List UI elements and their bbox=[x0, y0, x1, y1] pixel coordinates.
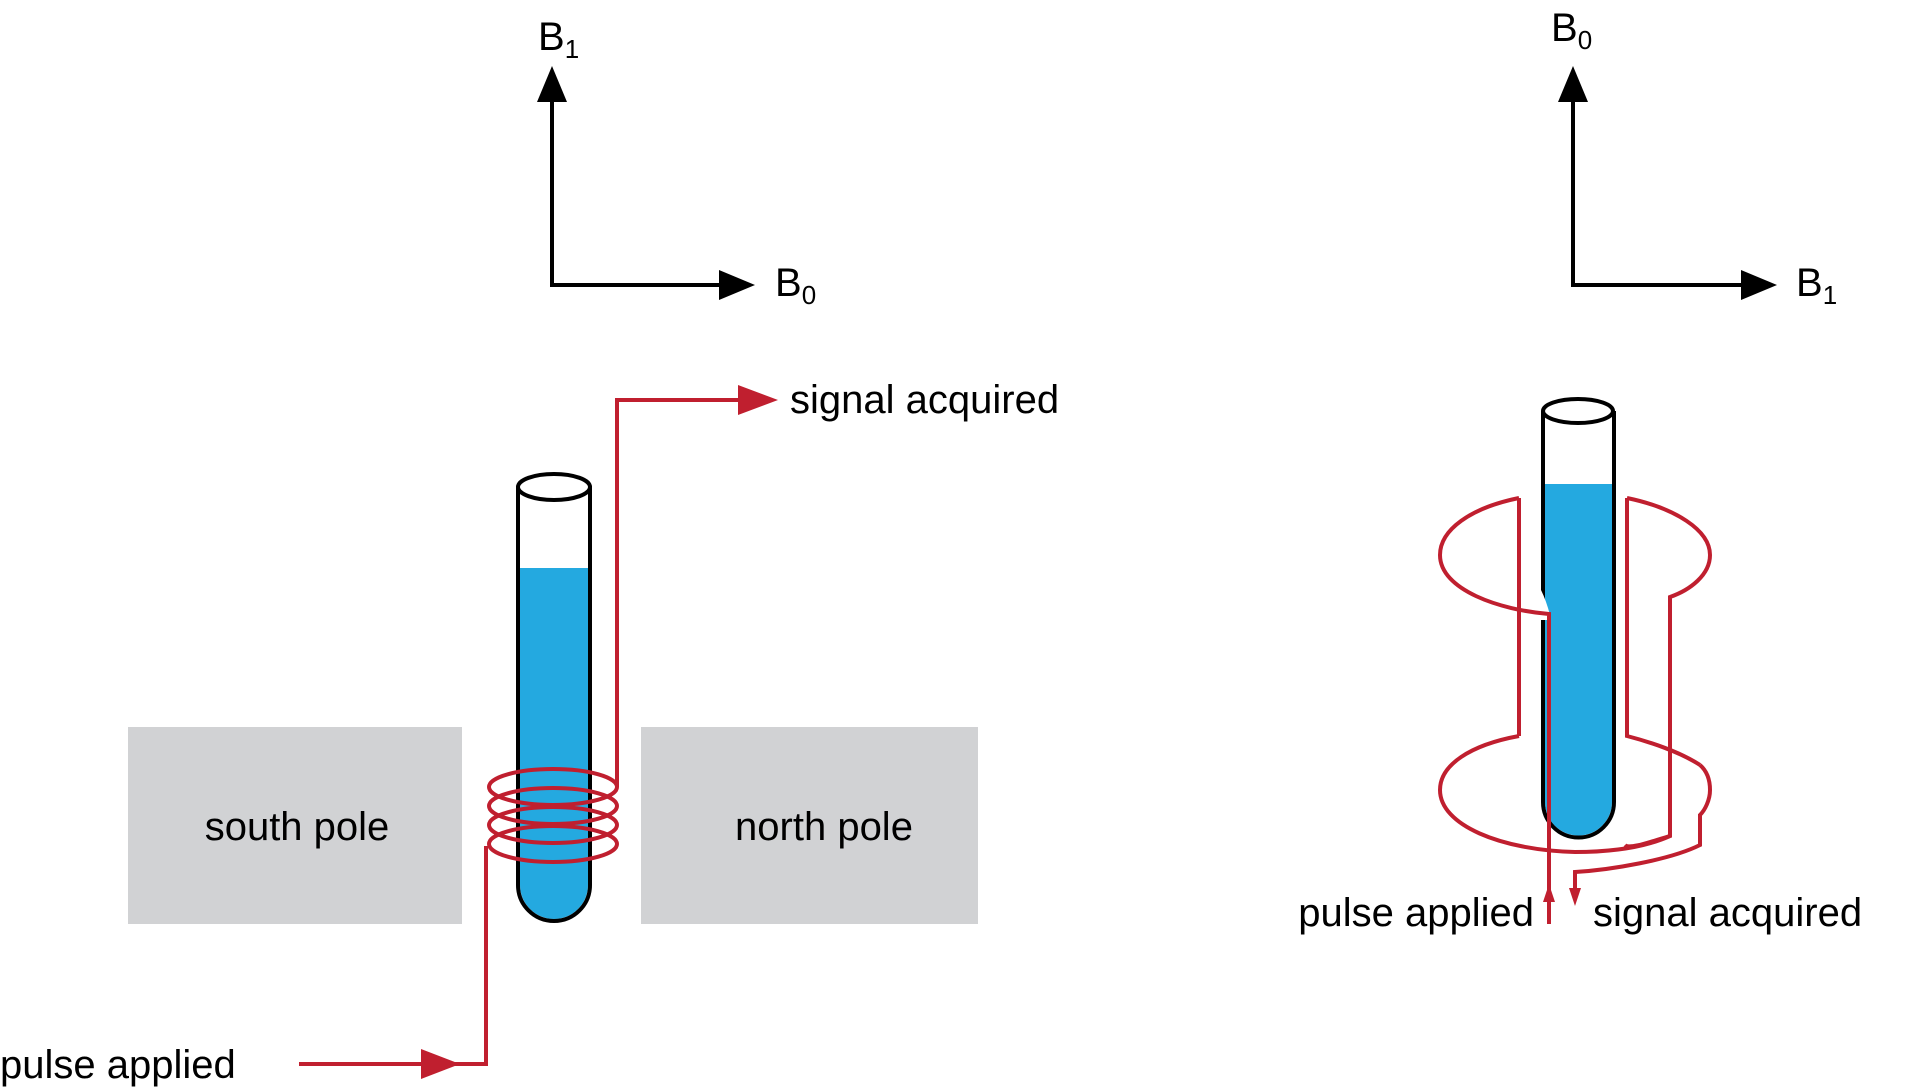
signal-wire bbox=[615, 398, 745, 787]
left-tube-outline bbox=[516, 486, 592, 923]
south-pole-label: south pole bbox=[205, 805, 390, 849]
right-axes: B0 B1 bbox=[1551, 6, 1837, 310]
north-pole-label: north pole bbox=[735, 805, 913, 849]
left-tube-mouth bbox=[516, 472, 592, 502]
coil-turn bbox=[487, 805, 619, 845]
north-pole-magnet: north pole bbox=[641, 727, 978, 924]
pulse-wire bbox=[299, 846, 488, 1066]
right-tube-outline bbox=[1541, 411, 1616, 840]
right-tube-liquid bbox=[1545, 484, 1612, 836]
saddle-inner-right bbox=[1625, 498, 1702, 767]
saddle-lower-loop bbox=[1437, 734, 1671, 855]
pulse-arrowhead-icon bbox=[421, 1049, 460, 1079]
right-axis-vertical-arrowhead bbox=[1558, 66, 1588, 102]
left-pulse-applied-label: pulse applied bbox=[0, 1043, 236, 1087]
right-signal-acquired-label: signal acquired bbox=[1593, 891, 1862, 935]
south-pole-magnet: south pole bbox=[128, 727, 462, 924]
saddle-upper-left-loop bbox=[1437, 496, 1551, 924]
left-rf-coil bbox=[299, 398, 745, 1066]
left-tube-liquid bbox=[520, 568, 588, 919]
left-axes: B1 B0 bbox=[537, 15, 816, 310]
right-pulse-applied-label: pulse applied bbox=[1298, 891, 1534, 935]
saddle-lower-right-loop bbox=[1573, 763, 1713, 890]
left-sample-tube bbox=[516, 472, 592, 923]
right-signal-arrowhead-icon bbox=[1569, 888, 1581, 906]
right-sample-tube bbox=[1541, 397, 1616, 840]
left-signal-acquired-label: signal acquired bbox=[790, 378, 1059, 422]
right-saddle-coil bbox=[1437, 496, 1713, 924]
right-pulse-arrowhead-icon bbox=[1543, 884, 1555, 902]
right-axis-vertical-label: B0 bbox=[1551, 6, 1592, 55]
left-axis-vertical-arrowhead bbox=[537, 66, 567, 102]
left-axis-horizontal-label: B0 bbox=[775, 261, 816, 310]
signal-arrowhead-icon bbox=[738, 385, 778, 415]
right-axis-horizontal-label: B1 bbox=[1796, 261, 1837, 310]
right-tube-mouth bbox=[1541, 397, 1615, 425]
coil-turn bbox=[487, 824, 619, 864]
saddle-upper-right bbox=[1623, 496, 1713, 849]
left-axis-horizontal-arrowhead bbox=[719, 270, 755, 300]
left-axis-vertical-label: B1 bbox=[538, 15, 579, 64]
right-axis-horizontal-arrowhead bbox=[1741, 270, 1777, 300]
